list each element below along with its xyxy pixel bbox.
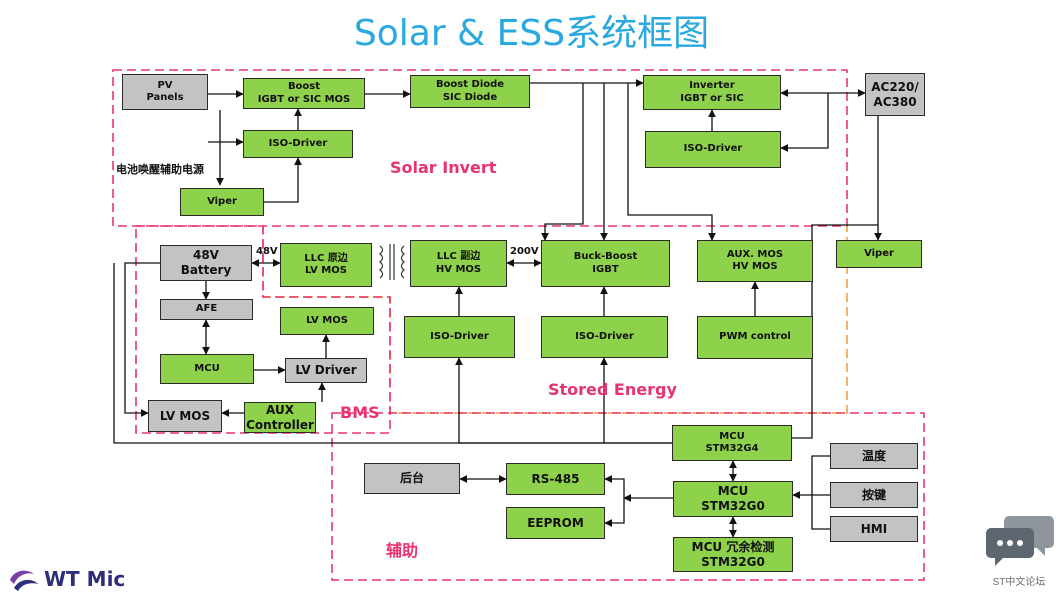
battery-48v-block: 48V Battery bbox=[160, 245, 252, 281]
solar-region-label: Solar Invert bbox=[390, 158, 497, 177]
forum-text: ST中文论坛 bbox=[992, 577, 1046, 588]
lv-driver-block: LV Driver bbox=[285, 358, 367, 383]
lv-mos-top-block: LV MOS bbox=[280, 307, 374, 335]
wt-logo-text: WT Mic bbox=[44, 567, 126, 591]
viper-right-block: Viper bbox=[836, 240, 922, 268]
aux-region-label: 辅助 bbox=[386, 541, 419, 560]
iso-driver-inverter-block: ISO-Driver bbox=[645, 131, 781, 168]
pwm-control-block: PWM control bbox=[697, 316, 813, 359]
wt-logo: WT Mic bbox=[8, 565, 125, 593]
inverter-block: Inverter IGBT or SIC bbox=[643, 75, 781, 110]
eeprom-block: EEPROM bbox=[506, 507, 605, 539]
iso-driver-boost-block: ISO-Driver bbox=[243, 130, 353, 158]
llc-secondary-block: LLC 副边 HV MOS bbox=[410, 240, 507, 287]
llc-primary-block: LLC 原边 LV MOS bbox=[280, 243, 372, 287]
boost-diode-block: Boost Diode SIC Diode bbox=[410, 75, 530, 108]
bms-region-border bbox=[135, 225, 391, 434]
temperature-block: 温度 bbox=[830, 443, 918, 469]
solar-region-border bbox=[112, 69, 848, 227]
transformer-icon bbox=[379, 244, 405, 280]
boost-block: Boost IGBT or SIC MOS bbox=[243, 78, 365, 109]
mcu-stm32g0-block: MCU STM32G0 bbox=[673, 481, 793, 517]
voltage-48v-note: 48V bbox=[256, 246, 278, 257]
wt-swirl-logo-icon bbox=[10, 570, 38, 591]
pv-panels-block: PV Panels bbox=[122, 74, 208, 110]
backend-block: 后台 bbox=[364, 463, 460, 494]
aux-mos-block: AUX. MOS HV MOS bbox=[697, 240, 813, 282]
buck-boost-block: Buck-Boost IGBT bbox=[541, 240, 670, 287]
rs485-block: RS-485 bbox=[506, 463, 605, 495]
aux-controller-block: AUX Controller bbox=[244, 402, 316, 433]
chat-bubble-icon bbox=[986, 516, 1054, 566]
mcu-bms-block: MCU bbox=[160, 354, 254, 384]
aux-region-border bbox=[331, 412, 925, 581]
ac-output-block: AC220/ AC380 bbox=[865, 73, 925, 116]
bms-region-label: BMS bbox=[340, 403, 380, 422]
keys-block: 按键 bbox=[830, 482, 918, 508]
iso-driver-llc-block: ISO-Driver bbox=[404, 316, 515, 358]
hmi-block: HMI bbox=[830, 516, 918, 542]
iso-driver-buckboost-block: ISO-Driver bbox=[541, 316, 668, 358]
lv-mos-bottom-block: LV MOS bbox=[148, 400, 222, 432]
stored-region-label: Stored Energy bbox=[548, 380, 677, 399]
afe-block: AFE bbox=[160, 299, 253, 320]
page-title: Solar & ESS系统框图 bbox=[353, 13, 710, 54]
mcu-stm32g4-block: MCU STM32G4 bbox=[672, 425, 792, 461]
mcu-redundant-block: MCU 冗余检测 STM32G0 bbox=[673, 537, 793, 572]
voltage-200v-note: 200V bbox=[510, 246, 539, 257]
viper-left-block: Viper bbox=[180, 188, 264, 216]
wake-power-note: 电池唤醒辅助电源 bbox=[116, 163, 204, 176]
forum-badge: ST中文论坛 bbox=[980, 512, 1058, 588]
